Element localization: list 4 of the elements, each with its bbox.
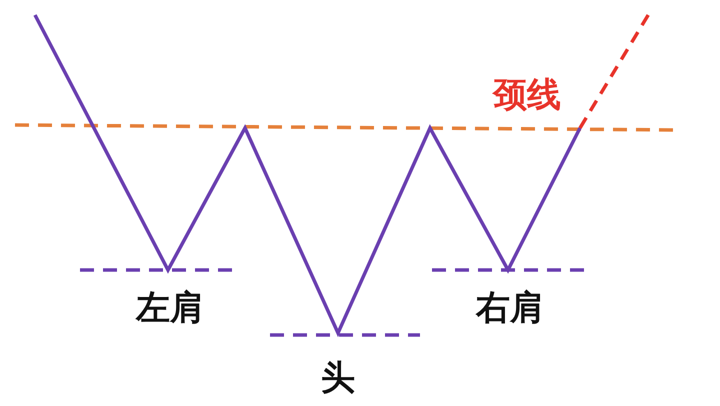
neckline-label: 颈线 bbox=[493, 75, 561, 115]
shoulder-label: 右肩 bbox=[476, 288, 544, 328]
shoulder-label: 左肩 bbox=[136, 288, 204, 328]
head-label: 头 bbox=[321, 358, 355, 398]
